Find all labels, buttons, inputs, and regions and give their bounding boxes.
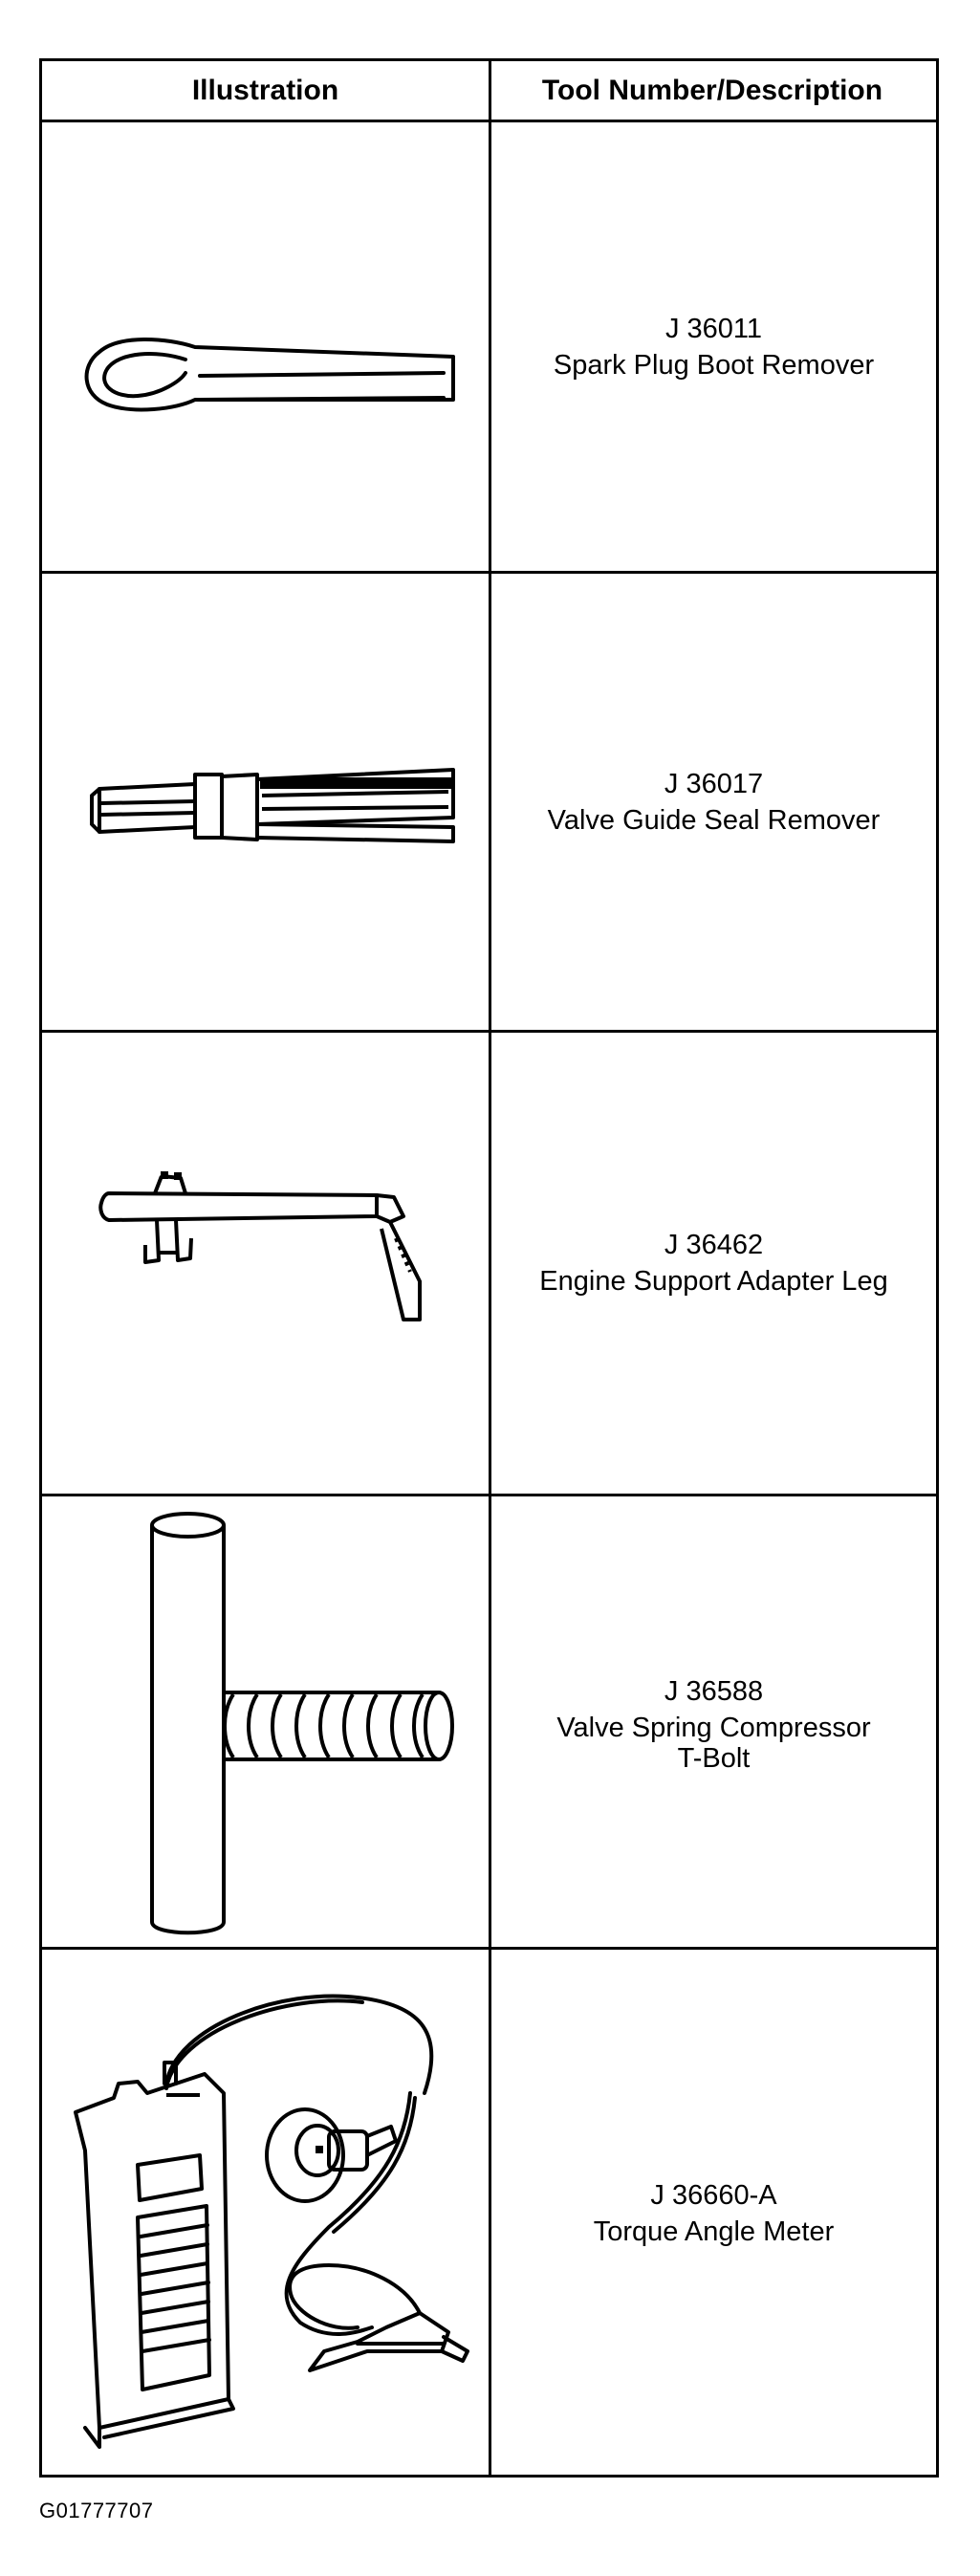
column-divider — [489, 61, 491, 2475]
header-illustration: Illustration — [191, 74, 339, 106]
header-tool-number-description: Tool Number/Description — [541, 74, 883, 106]
engine-support-adapter-leg-icon — [42, 1171, 489, 1494]
tool-description: Valve Guide Seal Remover — [547, 804, 881, 836]
description-cell: J 36660-A Torque Angle Meter — [491, 1950, 936, 2478]
table-row: J 36011 Spark Plug Boot Remover — [42, 122, 936, 574]
figure-id: G01777707 — [39, 2499, 154, 2522]
table-row: J 36588 Valve Spring Compressor T-Bolt — [42, 1496, 936, 1950]
illustration-cell — [42, 574, 489, 1030]
tool-number: J 36011 — [664, 313, 763, 344]
tool-description: Torque Angle Meter — [593, 2216, 835, 2247]
tool-number: J 36588 — [664, 1675, 764, 1707]
table-row: J 36462 Engine Support Adapter Leg — [42, 1033, 936, 1496]
torque-angle-meter-icon — [42, 1950, 489, 2478]
spark-plug-boot-remover-icon — [42, 122, 489, 571]
illustration-cell — [42, 1950, 489, 2478]
valve-spring-compressor-tbolt-icon — [42, 1496, 489, 1947]
illustration-cell — [42, 1496, 489, 1947]
description-cell: J 36462 Engine Support Adapter Leg — [491, 1033, 936, 1494]
table-row: J 36017 Valve Guide Seal Remover — [42, 574, 936, 1033]
tool-description: Engine Support Adapter Leg — [539, 1266, 888, 1297]
table-row: J 36660-A Torque Angle Meter — [42, 1950, 936, 2478]
tool-table: Illustration Tool Number/Description J 3… — [39, 58, 939, 2478]
tool-description: Valve Spring Compressor — [556, 1712, 871, 1743]
description-cell: J 36588 Valve Spring Compressor T-Bolt — [491, 1496, 936, 1947]
tool-number: J 36660-A — [650, 2180, 777, 2211]
table-header: Illustration Tool Number/Description — [42, 61, 936, 122]
tool-number: J 36462 — [664, 1230, 764, 1260]
tool-description-line2: T-Bolt — [677, 1742, 751, 1774]
illustration-cell — [42, 1033, 489, 1494]
description-cell: J 36011 Spark Plug Boot Remover — [491, 122, 936, 571]
description-cell: J 36017 Valve Guide Seal Remover — [491, 574, 936, 1030]
valve-guide-seal-remover-icon — [42, 574, 489, 1030]
illustration-cell — [42, 122, 489, 571]
tool-description: Spark Plug Boot Remover — [553, 349, 875, 381]
tool-number: J 36017 — [664, 768, 764, 799]
